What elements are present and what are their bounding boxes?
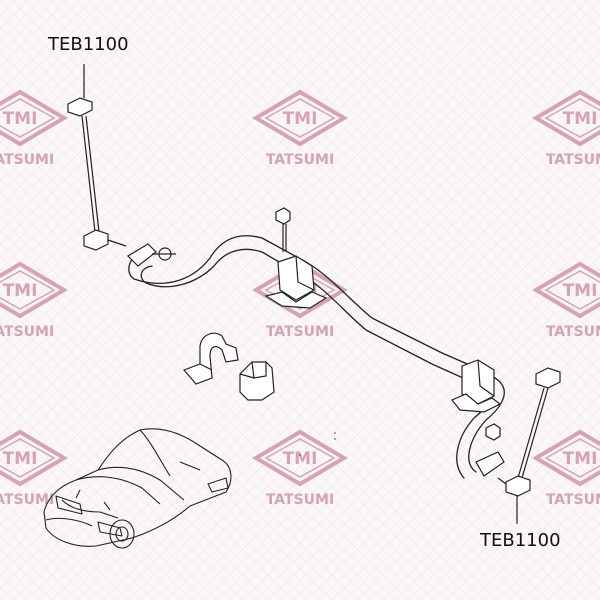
car-illustration	[43, 428, 232, 549]
stabilizer-link-left	[67, 64, 127, 251]
watermark-logo: TMI TATSUMI	[0, 261, 68, 340]
watermark-logo: TMI TATSUMI	[252, 429, 348, 508]
watermark-logo: TMI TATSUMI	[0, 429, 68, 508]
exploded-bracket	[182, 332, 239, 385]
watermark-logo: TMI TATSUMI	[532, 429, 600, 508]
watermark-brand-text: TATSUMI	[266, 492, 334, 508]
watermark-brand-text: TATSUMI	[0, 324, 54, 340]
watermark-brand-text: TATSUMI	[266, 324, 334, 340]
watermark-logo-text: TMI	[3, 449, 38, 469]
watermark-logo-text: TMI	[3, 281, 38, 301]
watermark-logo: TMI TATSUMI	[252, 89, 348, 168]
watermark-brand-text: TATSUMI	[546, 152, 600, 168]
watermark-logo-text: TMI	[3, 109, 38, 129]
bar-bushing-right	[451, 359, 502, 413]
part-number-label-right: TEB1100	[480, 530, 561, 551]
watermark-logo-text: TMI	[283, 109, 318, 129]
watermark-logo-text: TMI	[563, 109, 598, 129]
watermark-brand-text: TATSUMI	[0, 492, 54, 508]
watermark-brand-text: TATSUMI	[546, 492, 600, 508]
watermark-logo: TMI TATSUMI	[532, 261, 600, 340]
watermark-logo-text: TMI	[563, 281, 598, 301]
watermark-brand-text: TATSUMI	[0, 152, 54, 168]
watermark-logo: TMI TATSUMI	[532, 89, 600, 168]
watermark-logo: TMI TATSUMI	[0, 89, 68, 168]
bolt-top	[275, 207, 291, 252]
part-number-label-left: TEB1100	[48, 34, 129, 55]
exploded-bushing	[239, 361, 275, 401]
watermark-brand-text: TATSUMI	[546, 324, 600, 340]
stabilizer-link-right	[497, 367, 561, 524]
bolt-right	[485, 423, 501, 441]
left-bar-end	[127, 243, 176, 267]
watermark-brand-text: TATSUMI	[266, 152, 334, 168]
bar-bushing-center	[264, 255, 328, 309]
alignment-marks	[299, 432, 336, 456]
watermark-logo-text: TMI	[563, 449, 598, 469]
stabilizer-bar	[128, 235, 505, 479]
watermark-logo-text: TMI	[283, 449, 318, 469]
